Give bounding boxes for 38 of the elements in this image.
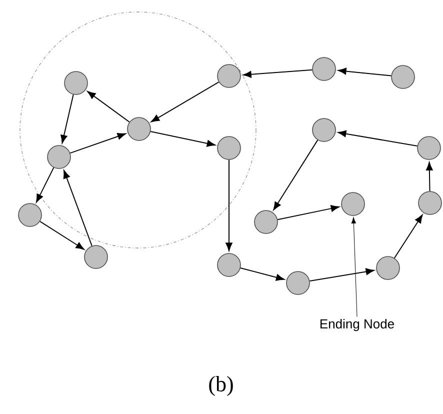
- graph-node: [312, 57, 336, 81]
- leader-line: [351, 217, 358, 317]
- graph-node: [418, 191, 442, 215]
- graph-node: [84, 245, 108, 269]
- arrow: [150, 130, 216, 147]
- graph-node: [391, 65, 415, 89]
- graph-node: [18, 203, 42, 227]
- graph-node: [417, 136, 441, 160]
- graph-node: [254, 210, 278, 234]
- arrow: [309, 268, 374, 282]
- graph-node: [217, 253, 241, 277]
- arrow: [273, 140, 318, 210]
- graph-node: [376, 256, 400, 280]
- arrow: [70, 133, 126, 154]
- arrow: [150, 82, 220, 122]
- arrow: [242, 69, 313, 78]
- graph-node: [217, 64, 241, 88]
- arrow: [240, 268, 285, 281]
- arrow: [426, 162, 433, 192]
- arrow: [338, 130, 418, 146]
- arrow: [63, 170, 92, 246]
- graph-node: [341, 192, 365, 216]
- arrow: [87, 91, 130, 122]
- arrow: [36, 167, 54, 203]
- graph-node: [217, 136, 241, 160]
- caption: (b): [209, 376, 233, 396]
- graph-node: [64, 71, 88, 95]
- arrow: [226, 159, 232, 252]
- arrow: [338, 68, 392, 76]
- arrow: [60, 94, 74, 144]
- graph-node: [47, 145, 71, 169]
- graph-node: [127, 117, 151, 141]
- arrow: [40, 220, 84, 250]
- arrow: [394, 214, 423, 258]
- node-label: Ending Node: [320, 318, 394, 332]
- graph-node: [286, 271, 310, 295]
- graph-node: [312, 118, 336, 142]
- arrow: [277, 205, 340, 220]
